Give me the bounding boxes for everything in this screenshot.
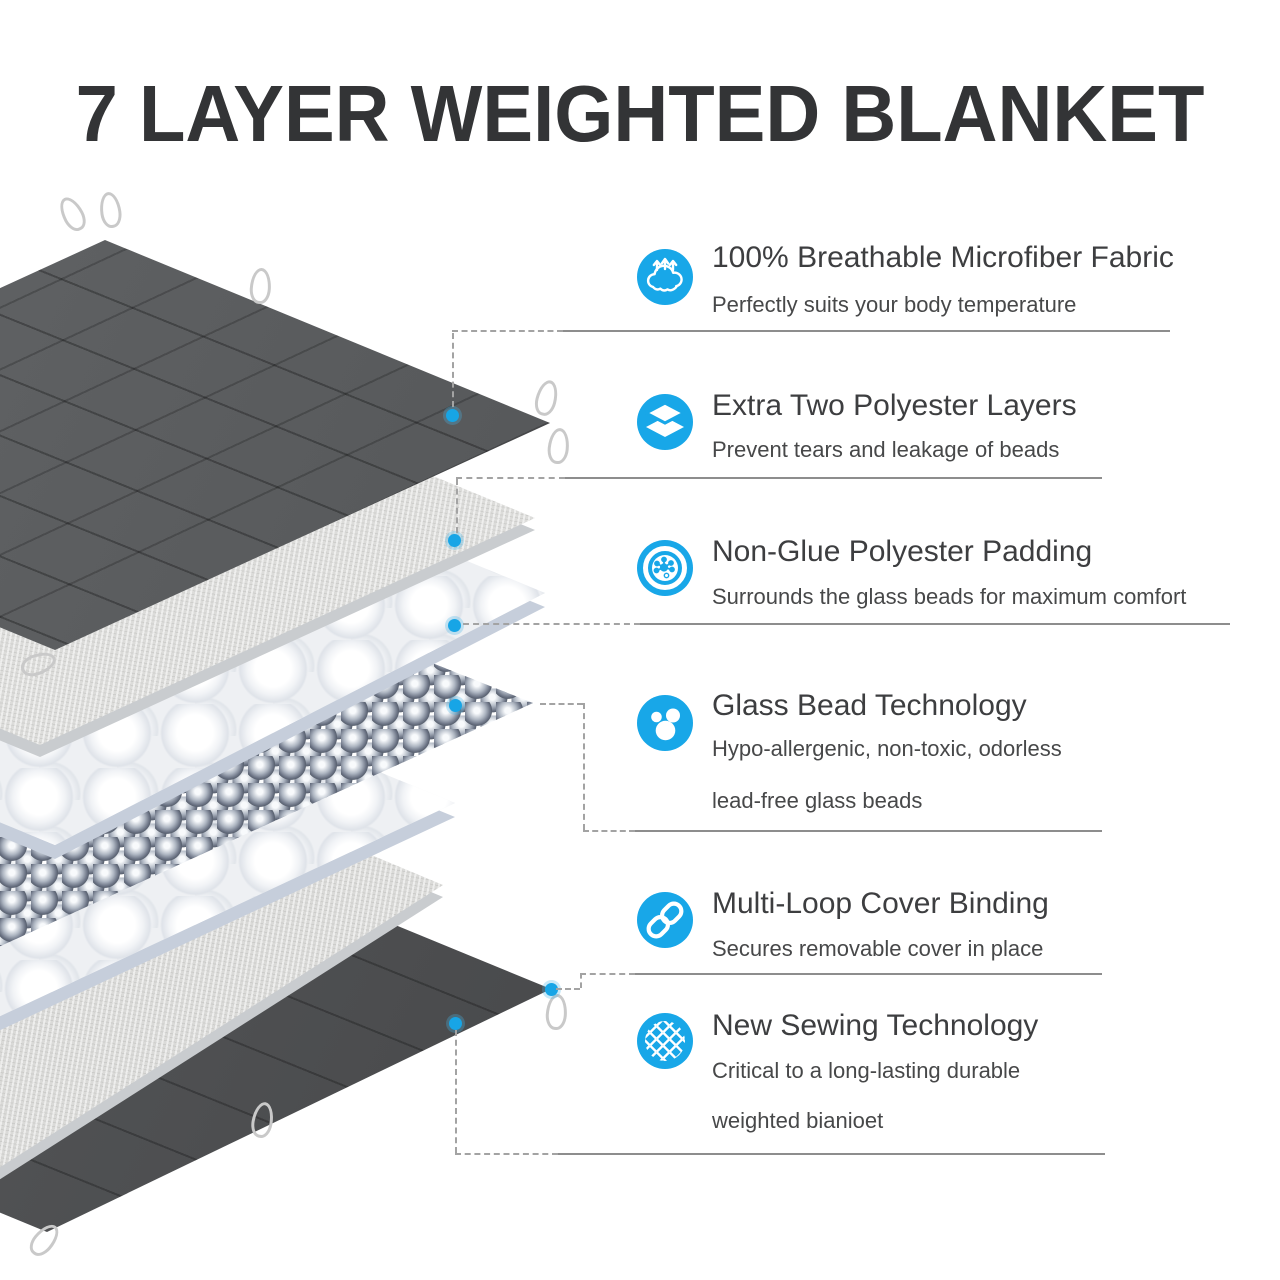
callout-dot-binding (545, 983, 558, 996)
corner-loop (531, 377, 562, 419)
callout-line (456, 477, 565, 479)
separator-line (558, 1153, 1105, 1155)
feature-subtitle-line2: lead-free glass beads (712, 788, 923, 813)
callout-line (455, 1030, 457, 1153)
weave-icon (637, 1013, 693, 1069)
callout-line (455, 1153, 558, 1155)
separator-line (635, 973, 1102, 975)
feature-title: New Sewing Technology (712, 1009, 1039, 1042)
feature-subtitle: Secures removable cover in place (712, 936, 1044, 961)
corner-loop (248, 267, 273, 305)
feature-subtitle: Critical to a long-lasting durable (712, 1058, 1021, 1083)
breathability-icon (637, 249, 693, 305)
callout-dot-sewing (449, 1017, 462, 1030)
callout-dot-polyester (448, 534, 461, 547)
callout-dot-top-fabric (446, 409, 459, 422)
feature-title: Extra Two Polyester Layers (712, 389, 1077, 422)
feature-title: Multi-Loop Cover Binding (712, 887, 1049, 920)
separator-line (565, 477, 1102, 479)
feature-subtitle: Prevent tears and leakage of beads (712, 437, 1060, 462)
callout-line (540, 703, 583, 705)
callout-line (556, 988, 580, 990)
chain-link-icon (637, 892, 693, 948)
feature-title: Non-Glue Polyester Padding (712, 535, 1093, 568)
callout-line (463, 623, 640, 625)
callout-line (580, 973, 635, 975)
feature-subtitle: Surrounds the glass beads for maximum co… (712, 584, 1187, 609)
callout-dot-padding (448, 619, 461, 632)
glass-beads-icon (637, 695, 693, 751)
callout-line (452, 330, 563, 332)
feature-title: 100% Breathable Microfiber Fabric (712, 241, 1174, 274)
separator-line (635, 830, 1102, 832)
corner-loop (546, 427, 571, 465)
callout-line (456, 479, 458, 533)
callout-line (580, 973, 582, 988)
feature-subtitle-line2: weighted bianioet (712, 1108, 884, 1133)
feature-subtitle: Perfectly suits your body temperature (712, 292, 1077, 317)
layers-icon (637, 394, 693, 450)
callout-dot-beads (449, 699, 462, 712)
feature-title: Glass Bead Technology (712, 689, 1027, 722)
corner-loop (97, 190, 124, 230)
corner-loop (54, 193, 91, 235)
callout-line (583, 830, 635, 832)
callout-line (583, 703, 585, 830)
feature-subtitle: Hypo-allergenic, non-toxic, odorless (712, 736, 1062, 761)
corner-loop (544, 993, 569, 1031)
callout-line (452, 333, 454, 407)
page-title: 7 LAYER WEIGHTED BLANKET (75, 69, 1205, 158)
separator-line (563, 330, 1170, 332)
separator-line (640, 623, 1230, 625)
padding-molecule-icon (637, 540, 693, 596)
